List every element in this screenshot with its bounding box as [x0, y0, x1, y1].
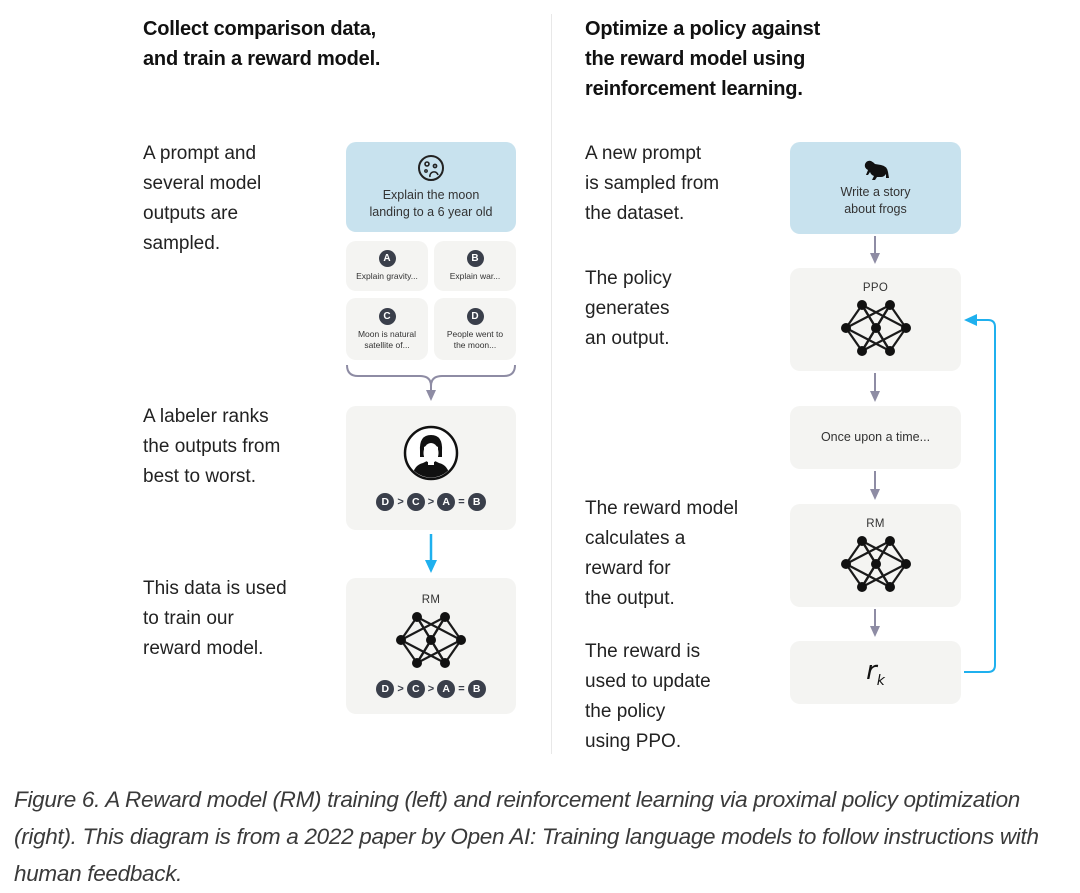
neural-network-icon [396, 612, 466, 668]
nn-node [884, 299, 895, 310]
reward-subscript: k [876, 673, 885, 690]
flow-arrow [870, 236, 880, 264]
nn-node [870, 322, 881, 333]
person-avatar-icon [403, 425, 459, 481]
output-d-card: D People went to the moon... [434, 298, 516, 360]
right-heading: Optimize a policy against the reward mod… [585, 18, 821, 100]
rank-badge-a: A [437, 493, 456, 511]
right-step-3-text: The reward model calculates a reward for… [585, 498, 739, 609]
nn-node [440, 612, 450, 622]
right-prompt-box: Write a story about frogs [790, 142, 961, 234]
column-divider [551, 14, 552, 754]
rank-badge-b: B [467, 680, 486, 698]
rank-badge-d: D [376, 493, 395, 511]
labeler-box: D > C > A = B [346, 406, 516, 530]
feedback-arrow-head [964, 314, 977, 326]
neural-network-icon [840, 535, 911, 592]
right-step-2-text: The policy generates an output. [585, 268, 672, 349]
ranking-labeler: D > C > A = B [376, 493, 486, 511]
policy-output-text: Once upon a time... [820, 430, 931, 444]
rank-operator: > [427, 496, 435, 508]
left-prompt-text: Explain the moon landing to a 6 year old [369, 188, 493, 219]
nn-node [884, 345, 895, 356]
rank-badge-c: C [406, 680, 425, 698]
output-c-badge: C [378, 307, 396, 325]
ranking-rm: D > C > A = B [376, 680, 486, 698]
rank-operator: = [458, 683, 465, 695]
output-d-badge: D [466, 307, 484, 325]
rank-badge-d: D [376, 680, 395, 698]
bracket-arrow-head [426, 390, 436, 401]
nn-node [870, 558, 881, 569]
nn-node [900, 558, 911, 569]
output-c-text: Moon is natural satellite of... [357, 328, 417, 350]
merge-bracket [346, 364, 516, 387]
frog-icon [864, 160, 889, 180]
reward-symbol: r [866, 655, 877, 686]
nn-node [412, 612, 422, 622]
flow-arrow [870, 471, 880, 500]
flow-arrow [870, 373, 880, 402]
right-step-1-text: A new prompt is sampled from the dataset… [585, 143, 720, 224]
nn-node [900, 322, 911, 333]
left-heading: Collect comparison data, and train a rew… [143, 18, 381, 70]
rank-operator: > [397, 683, 404, 695]
nn-node [440, 658, 450, 668]
nn-node [856, 345, 867, 356]
right-prompt-text: Write a story about frogs [840, 185, 911, 216]
reward-box: rk [790, 641, 961, 704]
neural-network-icon [840, 299, 911, 356]
rank-badge-a: A [437, 680, 456, 698]
blue-arrow-head [425, 560, 437, 573]
nn-node [840, 558, 851, 569]
nn-node [856, 581, 867, 592]
left-prompt-box: Explain the moon landing to a 6 year old [346, 142, 516, 232]
output-b-text: Explain war... [449, 271, 501, 281]
nn-node [856, 299, 867, 310]
left-step-1-text: A prompt and several model outputs are s… [143, 143, 262, 254]
right-rm-box: RM [790, 504, 961, 607]
output-box: Once upon a time... [790, 406, 961, 469]
moon-icon [418, 155, 444, 181]
nn-node [856, 535, 867, 546]
right-rm-label: RM [866, 517, 885, 530]
ppo-box: PPO [790, 268, 961, 371]
nn-node [884, 535, 895, 546]
output-a-badge: A [378, 250, 396, 267]
nn-node [456, 635, 466, 645]
output-a-card: A Explain gravity... [346, 241, 428, 291]
output-b-badge: B [466, 250, 484, 267]
output-d-text: People went to the moon... [446, 328, 504, 350]
feedback-loop-arrow [964, 319, 996, 673]
output-b-card: B Explain war... [434, 241, 516, 291]
right-step-4-text: The reward is used to update the policy … [585, 641, 711, 752]
output-a-text: Explain gravity... [356, 271, 418, 281]
figure-caption: Figure 6. A Reward model (RM) training (… [14, 787, 1039, 886]
nn-node [412, 658, 422, 668]
nn-node [840, 322, 851, 333]
left-rm-label: RM [421, 594, 441, 606]
nn-node [396, 635, 406, 645]
flow-arrow [870, 609, 880, 637]
rank-operator: > [427, 683, 435, 695]
left-step-2-text: A labeler ranks the outputs from best to… [143, 406, 281, 487]
left-rm-box: RM D > C > A = B [346, 578, 516, 714]
nn-node [884, 581, 895, 592]
left-step-3-text: This data is used to train our reward mo… [143, 578, 287, 659]
rank-badge-b: B [467, 493, 486, 511]
ppo-label: PPO [862, 281, 889, 294]
nn-node [426, 635, 436, 645]
rank-operator: > [397, 496, 404, 508]
reward-value: rk [866, 656, 885, 689]
rank-operator: = [458, 496, 465, 508]
rank-badge-c: C [406, 493, 425, 511]
output-c-card: C Moon is natural satellite of... [346, 298, 428, 360]
